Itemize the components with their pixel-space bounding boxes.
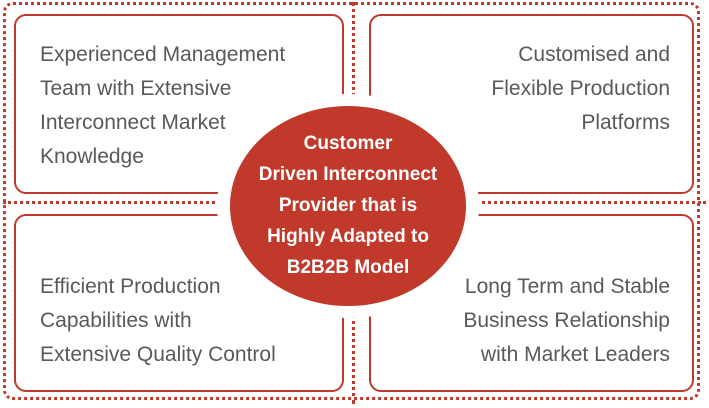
quadrant-bottom-right-text: Long Term and Stable Business Relationsh… — [463, 275, 670, 366]
quadrant-top-left-text: Experienced Management Team with Extensi… — [40, 43, 286, 168]
quadrant-top-left: Experienced Management Team with Extensi… — [14, 14, 344, 194]
quadrant-top-right-text: Customised and Flexible Production Platf… — [491, 43, 670, 134]
quadrant-bottom-left-text: Efficient Production Capabilities with E… — [40, 275, 276, 366]
center-circle: Customer Driven Interconnect Provider th… — [230, 106, 466, 306]
center-circle-text: Customer Driven Interconnect Provider th… — [258, 132, 438, 278]
